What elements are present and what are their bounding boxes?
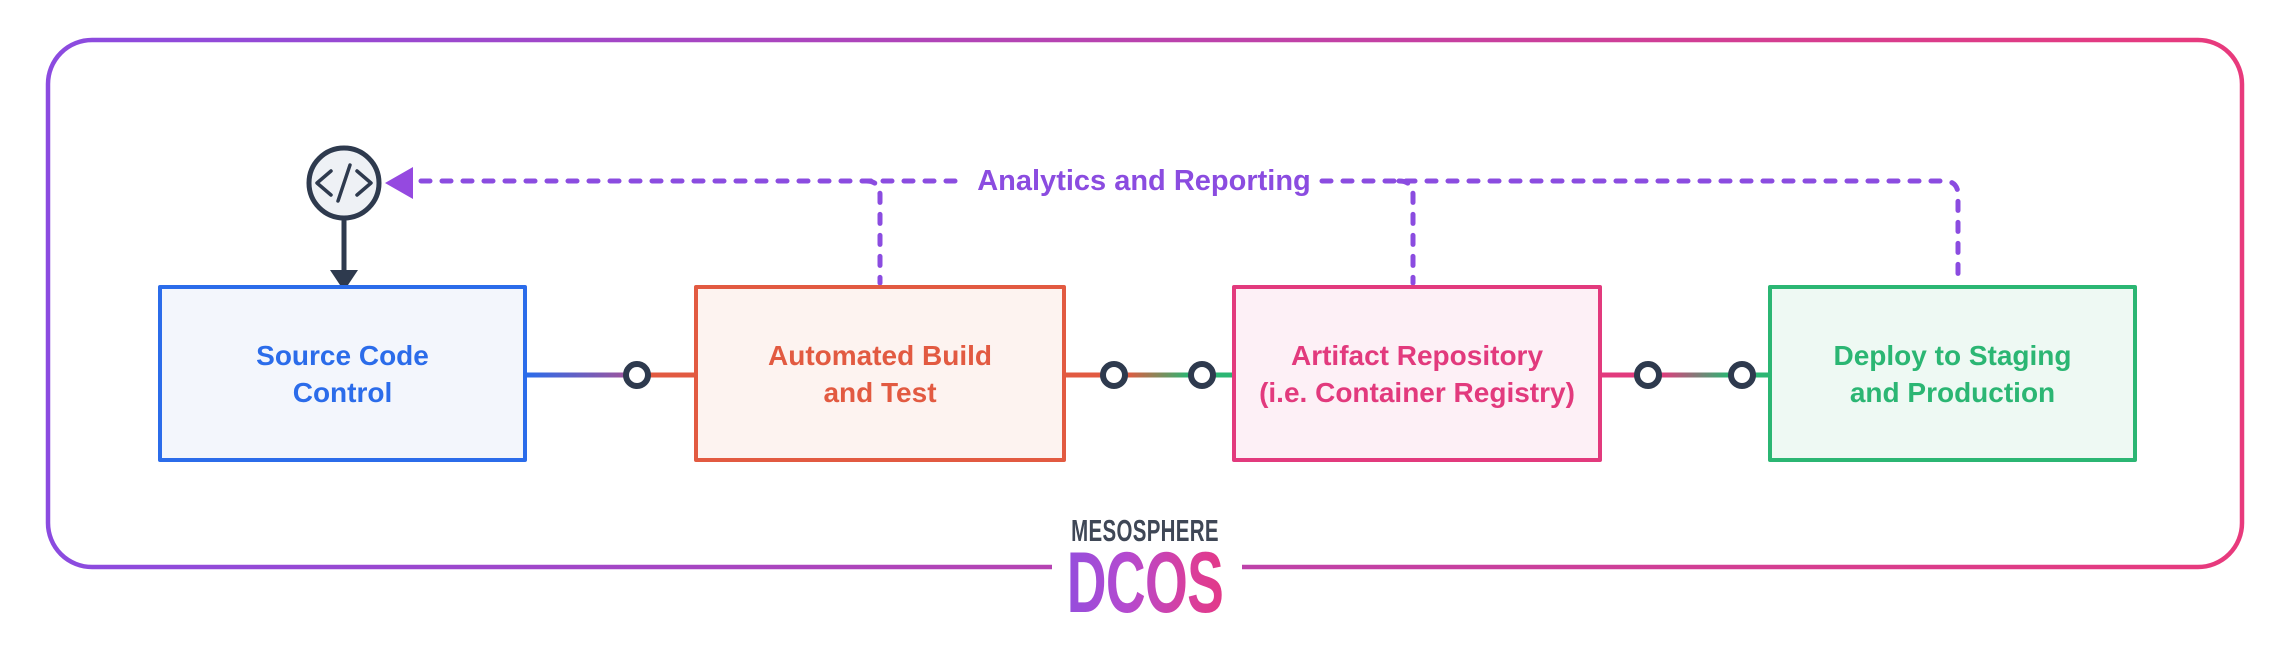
mesosphere-dcos-logo: MESOSPHERE DCOS [995, 513, 1295, 627]
connector-dots [623, 361, 1756, 389]
node-automated-build-and-test: Automated Build and Test [694, 285, 1066, 462]
dashed-branch-artifact [1396, 178, 1416, 286]
node-label-line: Automated Build [768, 339, 992, 371]
connector-dot-icon [1188, 361, 1216, 389]
node-label-line: (i.e. Container Registry) [1259, 376, 1575, 408]
connector-dot-icon [1100, 361, 1128, 389]
icon-to-source-arrowhead-icon [330, 270, 358, 291]
analytics-dashed-path [418, 178, 1961, 286]
node-label-line: and Test [823, 376, 937, 408]
dashed-branch-build [863, 178, 883, 286]
connector-dot-icon [623, 361, 651, 389]
connector-dot-icon [1728, 361, 1756, 389]
dashed-segment-right [1319, 178, 1961, 286]
analytics-arrowhead-icon [385, 167, 413, 199]
node-artifact-repository: Artifact Repository (i.e. Container Regi… [1232, 285, 1602, 462]
logo-product-text: DCOS [1049, 540, 1241, 626]
connector-dot-icon [1634, 361, 1662, 389]
node-label-line: and Production [1849, 376, 2056, 408]
logo-brand-text: MESOSPHERE [1071, 513, 1219, 548]
node-deploy-staging-production: Deploy to Staging and Production [1768, 285, 2137, 462]
analytics-reporting-label: Analytics and Reporting [977, 165, 1311, 197]
node-label-line: Control [292, 376, 393, 408]
code-brackets-glyph [315, 163, 373, 203]
node-label-line: Artifact Repository [1290, 339, 1544, 371]
node-label-line: Deploy to Staging [1833, 339, 2072, 371]
logo-border-mask [1052, 553, 1242, 581]
node-label-line: Source Code [256, 339, 429, 371]
node-source-code-control: Source Code Control [158, 285, 527, 462]
